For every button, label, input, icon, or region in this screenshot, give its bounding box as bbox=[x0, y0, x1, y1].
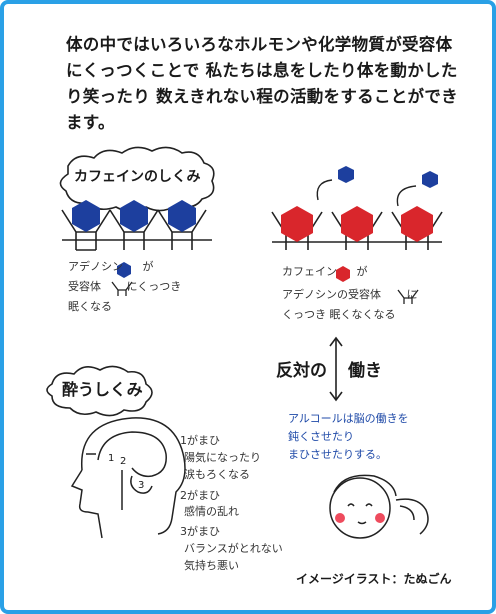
opposite-right-label: 働き bbox=[348, 361, 382, 381]
alcohol-note-line3: まひさせたりする。 bbox=[288, 448, 387, 461]
caffeine-mini-hexagon bbox=[336, 266, 350, 282]
alcohol-note-line1: アルコールは脳の働きを bbox=[288, 412, 409, 425]
drunk-item: 3がまひ bbox=[180, 525, 220, 538]
drunk-title: 酔うしくみ bbox=[62, 380, 143, 399]
caffeine-right-line2-b: に bbox=[406, 288, 418, 301]
caffeine-left-line1-b: が bbox=[142, 260, 154, 273]
brain-label-1: 1 bbox=[108, 453, 115, 464]
caffeine-right-line2-a: アデノシンの受容体 bbox=[282, 288, 381, 301]
caffeine-left-line2-a: 受容体 bbox=[68, 280, 101, 293]
intro-text: 体の中ではいろいろなホルモンや化学物質が受容体にくっつくことで 私たちは息をした… bbox=[66, 35, 458, 132]
caffeine-right-line1-b: が bbox=[356, 265, 368, 278]
caffeine-right-line3: くっつき 眠くなくなる bbox=[282, 308, 396, 321]
opposite-arrow bbox=[329, 336, 343, 402]
opposite-left-label: 反対の bbox=[276, 361, 327, 381]
adenosine-small-hexagon bbox=[422, 171, 438, 188]
head-brain-illustration bbox=[70, 417, 186, 539]
drunk-item: バランスがとれない bbox=[184, 542, 283, 555]
caffeine-hexagon bbox=[341, 206, 373, 242]
caffeine-left-line3: 眠くなる bbox=[68, 300, 112, 313]
caffeine-right-line1-a: カフェイン bbox=[282, 265, 337, 278]
caffeine-right-line1: カフェイン が bbox=[282, 263, 368, 281]
caffeine-left-line1-a: アデノシン bbox=[68, 260, 123, 273]
drunk-item: 1がまひ bbox=[180, 434, 220, 447]
illustration-credit: イメージイラスト：たぬごん bbox=[296, 572, 452, 586]
drunk-item: 涙もろくなる bbox=[184, 468, 250, 481]
receptor-mini-icon bbox=[397, 289, 419, 304]
caffeine-title: カフェインのしくみ bbox=[74, 169, 201, 185]
brain-label-2: 2 bbox=[120, 456, 127, 467]
motion-arc bbox=[396, 185, 417, 207]
caffeine-hexagon bbox=[281, 206, 313, 242]
drunk-item: 感情の乱れ bbox=[184, 505, 239, 518]
adenosine-hexagon bbox=[120, 200, 148, 232]
caffeine-hexagon bbox=[401, 206, 433, 242]
adenosine-hexagon bbox=[72, 200, 100, 232]
caffeine-left-line1: アデノシン が bbox=[68, 258, 154, 276]
caffeine-left-line2-b: にくっつき bbox=[126, 280, 182, 293]
adenosine-hexagon bbox=[168, 200, 196, 232]
drunk-title-cloud bbox=[46, 365, 153, 417]
receptor-mini-icon bbox=[111, 281, 133, 296]
caffeine-left-line2: 受容体 にくっつき bbox=[68, 278, 181, 296]
alcohol-note-line2: 鈍くさせたり bbox=[288, 430, 354, 443]
caffeine-right-line2: アデノシンの受容体 に bbox=[282, 286, 418, 304]
adenosine-mini-hexagon bbox=[117, 262, 131, 278]
drunk-item: 2がまひ bbox=[180, 489, 220, 502]
adenosine-small-hexagon bbox=[338, 166, 354, 183]
motion-arc bbox=[316, 179, 333, 201]
drunk-item: 気持ち悪い bbox=[184, 559, 239, 572]
drunk-item: 陽気になったり bbox=[184, 451, 261, 464]
brain-label-3: 3 bbox=[138, 480, 145, 491]
